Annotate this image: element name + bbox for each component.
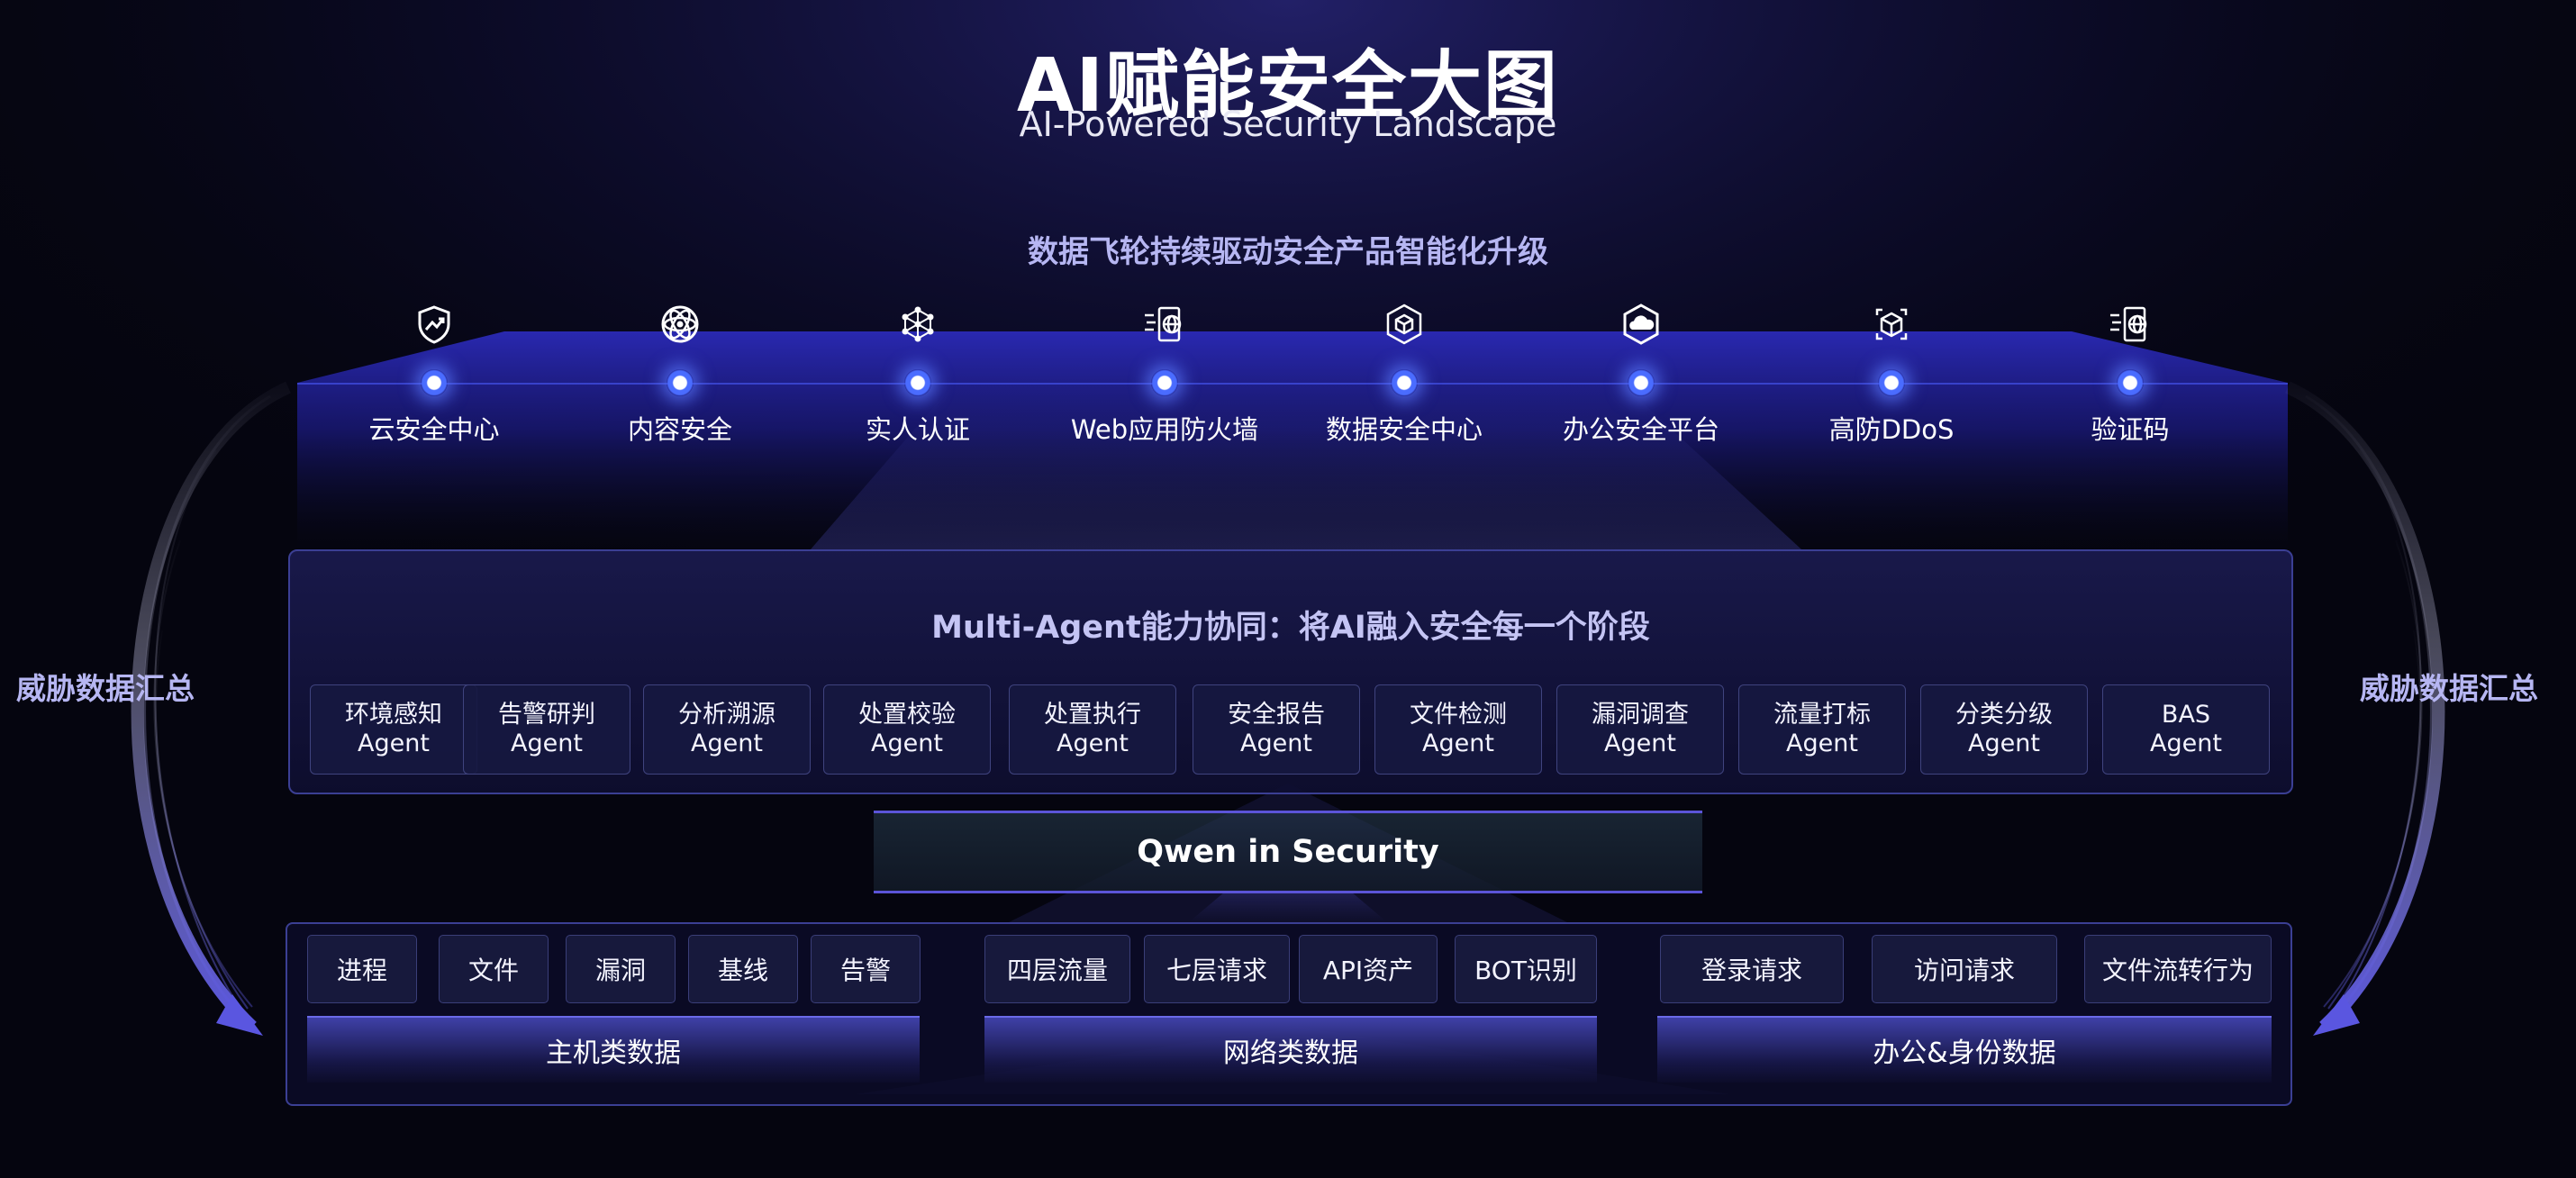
timeline-dot (1628, 369, 1655, 396)
agent-name: 文件检测 (1410, 701, 1507, 729)
data-chip: 进程 (307, 935, 417, 1003)
data-chip: 漏洞 (566, 935, 676, 1003)
data-chip: 登录请求 (1660, 935, 1844, 1003)
defense-cube-icon (1875, 308, 1908, 340)
timeline-dot (1878, 369, 1905, 396)
firewall-globe-icon (1145, 306, 1182, 342)
data-chip: 七层请求 (1144, 935, 1290, 1003)
qwen-model-banner: Qwen in Security (874, 811, 1702, 893)
product-label: Web应用防火墙 (1070, 414, 1259, 445)
product-label: 实人认证 (865, 414, 970, 445)
side-label-left: 威胁数据汇总 (16, 671, 195, 706)
network-nodes-icon (902, 306, 934, 342)
data-chip: API资产 (1299, 935, 1438, 1003)
product-label: 云安全中心 (368, 414, 500, 445)
product-item: 办公安全平台 (1524, 303, 1758, 465)
product-label: 办公安全平台 (1562, 414, 1719, 445)
product-label: 验证码 (2091, 414, 2170, 445)
agent-suffix: Agent (1422, 729, 1494, 757)
agent-suffix: Agent (1604, 729, 1676, 757)
agent-name: BAS (2161, 701, 2211, 729)
page-subtitle: AI-Powered Security Landscape (1019, 104, 1557, 144)
side-label-right: 威胁数据汇总 (2360, 671, 2538, 706)
timeline-dot (904, 369, 931, 396)
agent-name: 环境感知 (345, 701, 442, 729)
data-chip: 访问请求 (1872, 935, 2057, 1003)
agent-name: 安全报告 (1228, 701, 1325, 729)
data-chip: 基线 (688, 935, 798, 1003)
agent-suffix: Agent (2150, 729, 2222, 757)
product-item: 内容安全 (563, 303, 797, 465)
data-chip: BOT识别 (1455, 935, 1597, 1003)
product-item: 实人认证 (801, 303, 1035, 465)
agent-name: 流量打标 (1773, 701, 1871, 729)
product-item: 数据安全中心 (1287, 303, 1521, 465)
qwen-label: Qwen in Security (1137, 834, 1439, 870)
data-chip: 文件 (439, 935, 549, 1003)
product-item: Web应用防火墙 (1048, 303, 1282, 465)
agent-name: 处置执行 (1044, 701, 1141, 729)
agent-caption: Multi-Agent能力协同：将AI融入安全每一个阶段 (931, 610, 1650, 646)
agent-suffix: Agent (1057, 729, 1129, 757)
data-group-header: 办公&身份数据 (1657, 1016, 2272, 1083)
timeline-dot (667, 369, 694, 396)
product-item: 验证码 (2013, 303, 2247, 465)
agent-suffix: Agent (358, 729, 430, 757)
hexagon-cube-icon (1386, 304, 1422, 345)
agent-name: 分类分级 (1955, 701, 2053, 729)
data-group-header: 网络类数据 (984, 1016, 1597, 1083)
product-label: 数据安全中心 (1325, 414, 1483, 445)
atom-icon (661, 305, 699, 343)
product-label: 高防DDoS (1828, 414, 1955, 445)
data-chip: 告警 (811, 935, 921, 1003)
product-label: 内容安全 (627, 414, 732, 445)
data-chip: 文件流转行为 (2084, 935, 2272, 1003)
agent-name: 漏洞调查 (1592, 701, 1689, 729)
data-group-header: 主机类数据 (307, 1016, 920, 1083)
agent-suffix: Agent (691, 729, 763, 757)
timeline-dot (1151, 369, 1178, 396)
timeline-dot (1391, 369, 1418, 396)
agent-suffix: Agent (1240, 729, 1312, 757)
agent-suffix: Agent (1968, 729, 2040, 757)
agent-suffix: Agent (511, 729, 583, 757)
page-title: AI赋能安全大图 (1017, 43, 1559, 129)
product-item: 高防DDoS (1774, 303, 2009, 465)
timeline-dot (2117, 369, 2144, 396)
data-chip: 四层流量 (984, 935, 1130, 1003)
flywheel-caption: 数据飞轮持续驱动安全产品智能化升级 (1028, 234, 1548, 270)
product-item: 云安全中心 (317, 303, 551, 465)
shield-trend-icon (418, 305, 450, 344)
agent-name: 处置校验 (858, 701, 956, 729)
firewall-globe-icon (2110, 306, 2147, 342)
agent-name: 分析溯源 (678, 701, 776, 729)
timeline-dot (421, 369, 448, 396)
agent-name: 告警研判 (498, 701, 595, 729)
cloud-hexagon-icon (1623, 304, 1659, 345)
agent-suffix: Agent (1786, 729, 1858, 757)
agent-suffix: Agent (871, 729, 943, 757)
